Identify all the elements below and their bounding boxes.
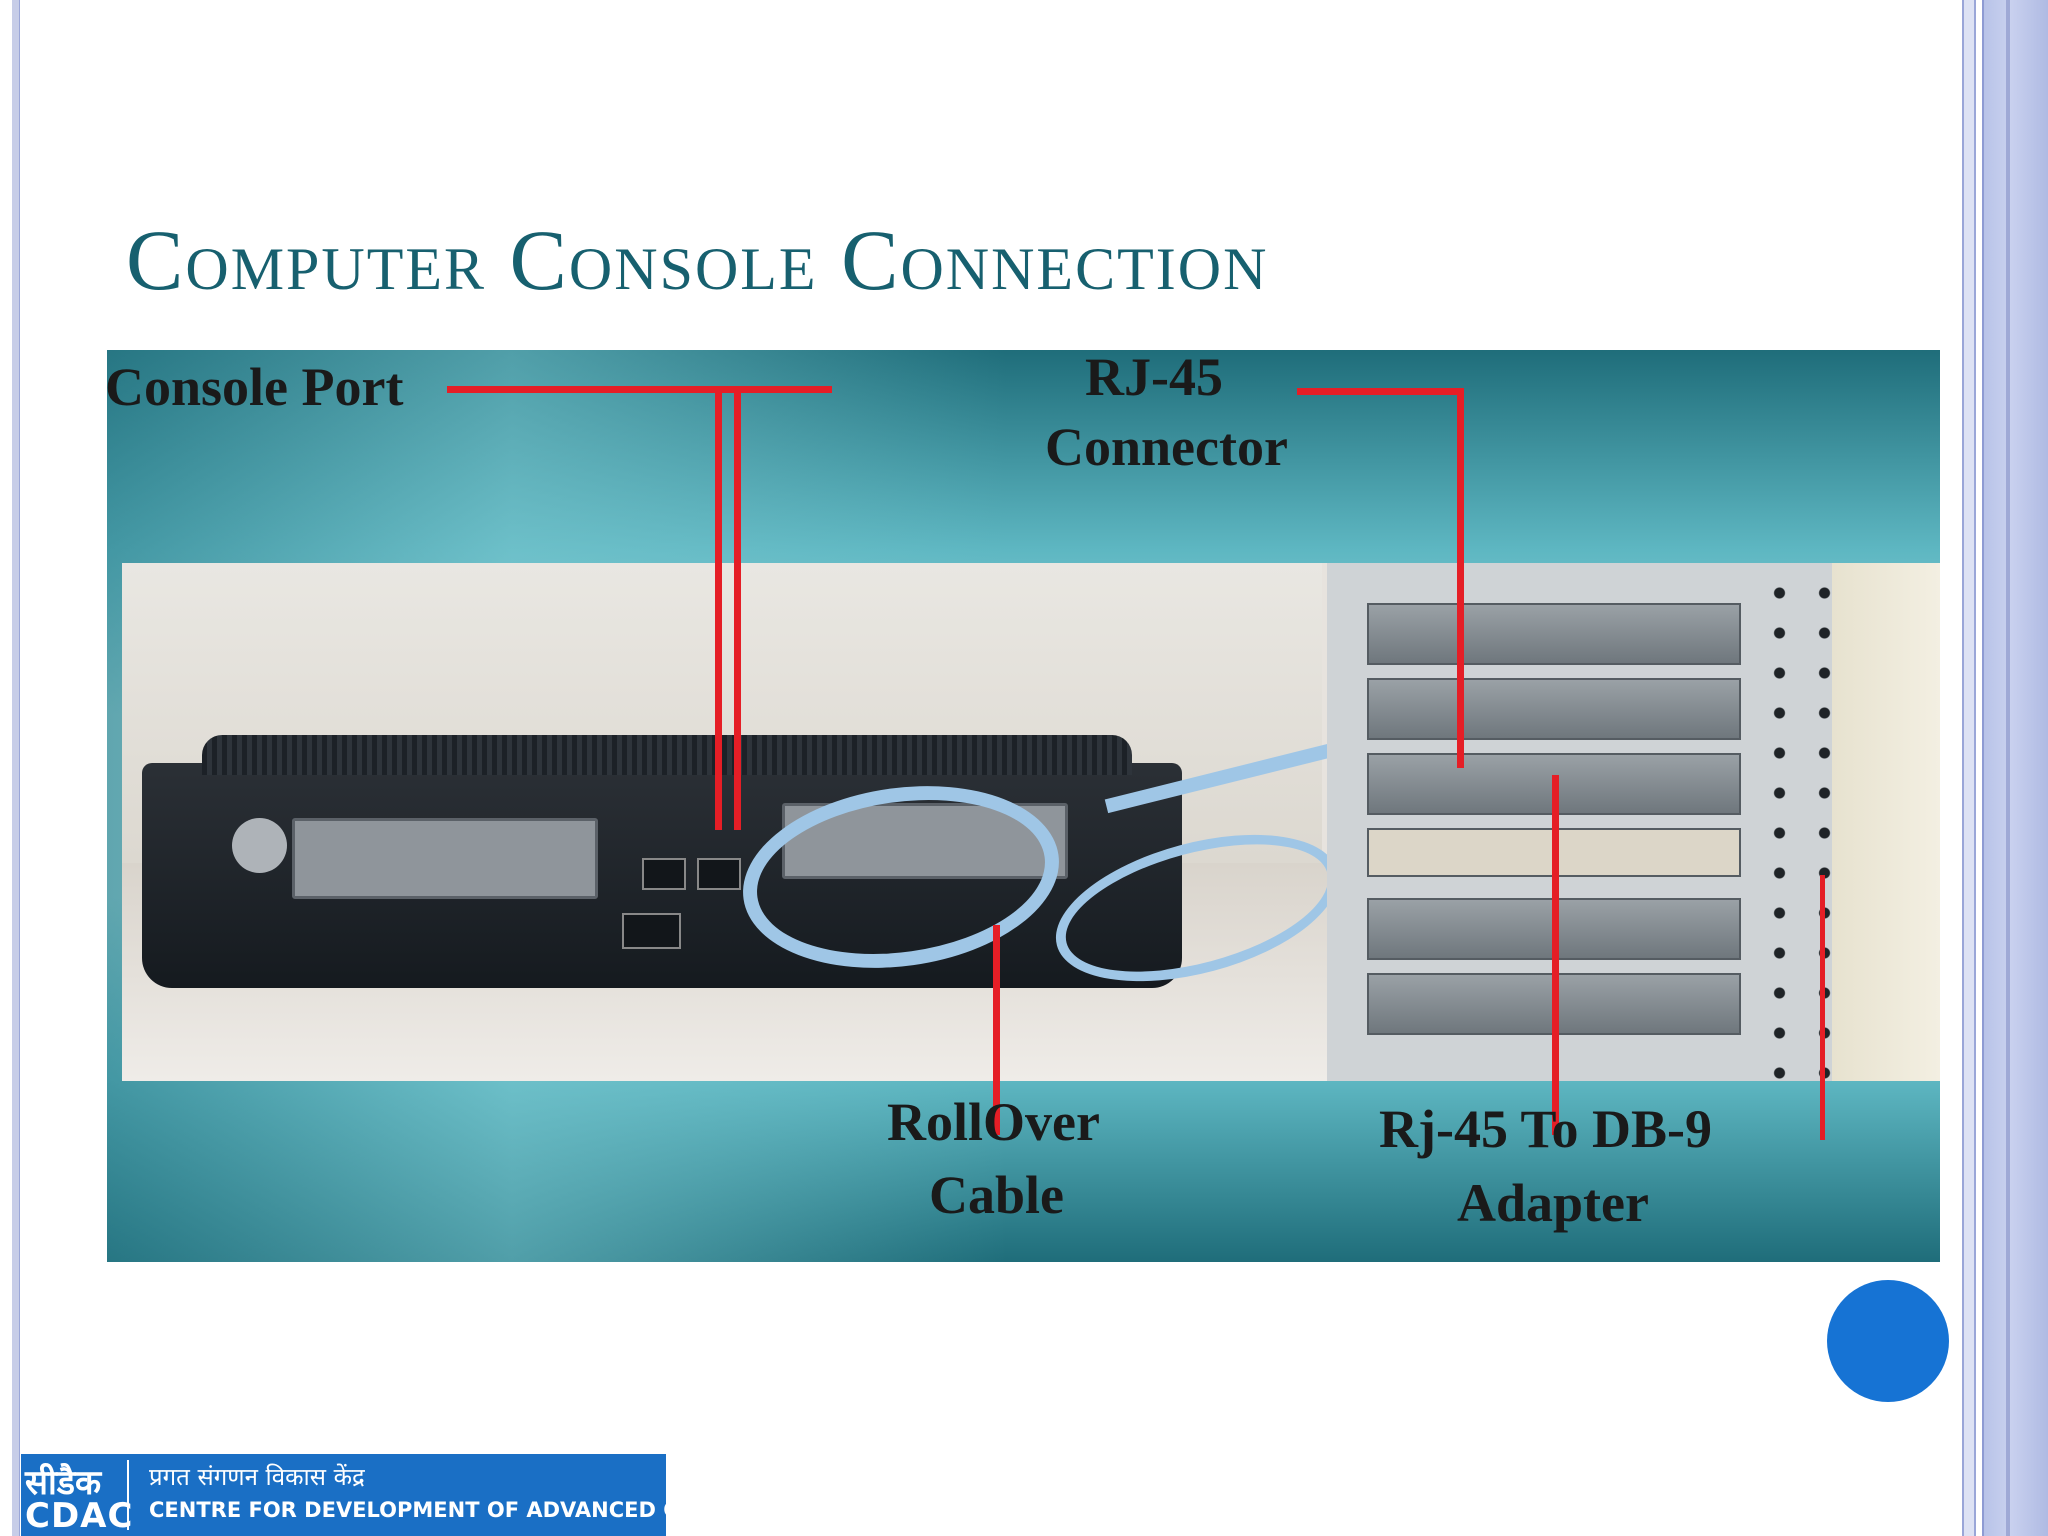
photo-scene [122,563,1940,1081]
org-name-english: CENTRE FOR DEVELOPMENT OF ADVANCED COMPU… [149,1498,807,1522]
callout-rj45-line1: RJ-45 [1085,350,1223,407]
callout-adapter-line2: Adapter [1457,1173,1649,1233]
console-connection-photo: Console Port RJ-45 Connector RollOver Ca… [107,350,1940,1262]
slide-title: Computer Console Connection [126,212,1269,308]
slide-frame-left [12,0,20,1536]
callout-rj45-line2: Connector [1045,417,1288,477]
callout-adapter-line1: Rj-45 To DB-9 [1379,1099,1713,1159]
callout-console-port: Console Port [107,357,404,417]
slide-frame-right [1962,0,1976,1536]
computer-case [1327,563,1940,1081]
console-port [697,858,741,890]
callout-rollover-line1: RollOver [887,1092,1100,1152]
router-illustration [142,735,1182,988]
callout-rollover-line2: Cable [929,1165,1064,1225]
slide-frame-right-band [1982,0,2048,1536]
org-name-hindi: प्रगत संगणन विकास केंद्र [149,1463,365,1491]
logo-hindi-mark: सीडैक [25,1463,102,1503]
slide-accent-dot [1827,1280,1949,1402]
cdac-logo-banner: सीडैक CDAC प्रगत संगणन विकास केंद्र CENT… [21,1454,807,1536]
logo-english-mark: CDAC [25,1496,134,1536]
